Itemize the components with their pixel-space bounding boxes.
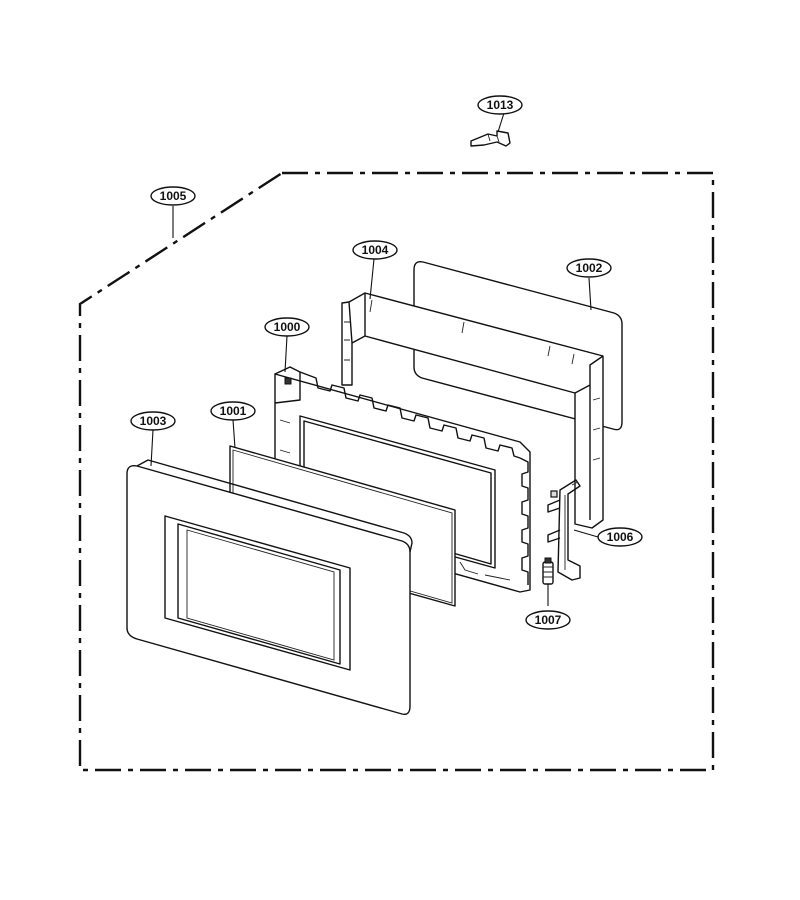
callout-1001: 1001 bbox=[210, 401, 256, 421]
hinge-block bbox=[284, 377, 292, 385]
callout-1000-label: 1000 bbox=[274, 320, 301, 334]
assembly-boundary-1005 bbox=[78, 171, 715, 772]
callout-1007: 1007 bbox=[525, 610, 571, 630]
callout-1002-label: 1002 bbox=[576, 261, 603, 275]
part-1006-latch bbox=[547, 479, 581, 581]
part-1007-spring bbox=[542, 557, 554, 585]
part-1003-outer-door bbox=[126, 459, 413, 716]
latch-rivet bbox=[550, 490, 558, 498]
callout-1013: 1013 bbox=[477, 95, 523, 115]
callout-1001-label: 1001 bbox=[220, 404, 247, 418]
callout-1006-label: 1006 bbox=[607, 530, 634, 544]
callout-1013-label: 1013 bbox=[487, 98, 514, 112]
part-1013-bracket bbox=[470, 130, 511, 147]
part-1004-frame bbox=[341, 292, 604, 529]
callout-1007-label: 1007 bbox=[535, 613, 562, 627]
callout-1000: 1000 bbox=[264, 317, 310, 337]
callout-1003: 1003 bbox=[130, 411, 176, 431]
callout-1004: 1004 bbox=[352, 240, 398, 260]
callout-1004-label: 1004 bbox=[362, 243, 389, 257]
callout-1003-label: 1003 bbox=[140, 414, 167, 428]
leader-lines bbox=[150, 112, 599, 606]
callout-1005: 1005 bbox=[150, 186, 196, 206]
callout-1002: 1002 bbox=[566, 258, 612, 278]
callout-1006: 1006 bbox=[597, 527, 643, 547]
callout-1005-label: 1005 bbox=[160, 189, 187, 203]
